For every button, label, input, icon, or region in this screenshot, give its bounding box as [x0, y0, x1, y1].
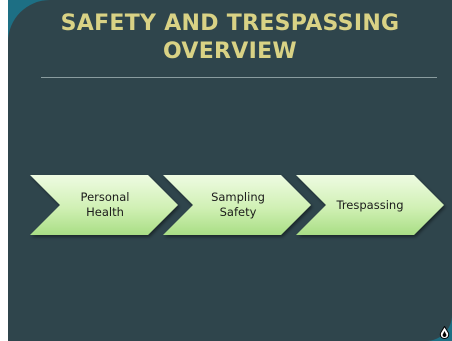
step-label-trespassing: Trespassing	[336, 198, 404, 212]
slide-title-line-2: OVERVIEW	[162, 39, 297, 64]
chevron-step-2	[163, 175, 311, 235]
chevron-step-3	[296, 175, 444, 235]
step-label-sampling-safety: Sampling Safety	[211, 190, 265, 219]
slide-canvas	[8, 0, 452, 341]
slide-title-line-1: SAFETY AND TRESPASSING	[60, 11, 400, 36]
step-label-personal-health: Personal Health	[80, 190, 130, 219]
title-divider	[41, 77, 437, 78]
slide-title: SAFETY AND TRESPASSING OVERVIEW	[8, 10, 452, 66]
corner-logo-icon	[439, 326, 450, 339]
chevron-step-1	[30, 175, 178, 235]
